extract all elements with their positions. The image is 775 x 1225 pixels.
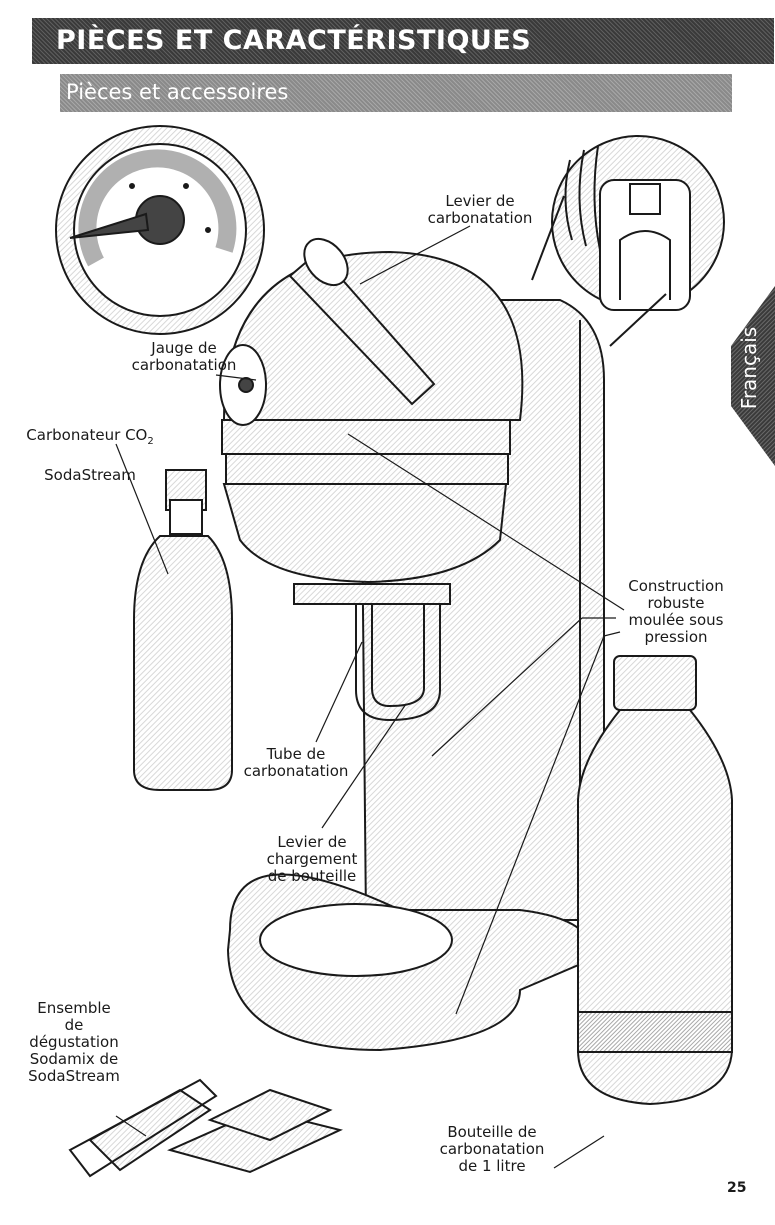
leader-lines bbox=[115, 225, 625, 1169]
label-sturdy-construction: Construction robuste moulée sous pressio… bbox=[628, 577, 724, 646]
label-bottle-load-lever: Levier de chargement de bouteille bbox=[266, 833, 358, 885]
label-carbonation-tube: Tube de carbonatation bbox=[243, 745, 349, 780]
label-carbonation-gauge: Jauge de carbonatation bbox=[131, 339, 237, 374]
label-co2-carbonator-line1: Carbonateur CO bbox=[26, 426, 148, 444]
label-sodamix-kit: Ensemble de dégustation Sodamix de SodaS… bbox=[28, 999, 120, 1085]
label-carbonation-lever: Levier de carbonatation bbox=[427, 192, 533, 227]
sodamix-trays bbox=[68, 1078, 343, 1178]
label-bottle: Bouteille de carbonatation de 1 litre bbox=[439, 1123, 545, 1175]
section-header: PIÈCES ET CARACTÉRISTIQUES bbox=[32, 18, 774, 64]
page-number: 25 bbox=[727, 1180, 747, 1196]
carbonation-bottle bbox=[577, 655, 733, 1106]
subsection-header: Pièces et accessoires bbox=[60, 74, 732, 112]
label-co2-carbonator-line2: SodaStream bbox=[44, 466, 136, 484]
language-tab-shape bbox=[731, 286, 775, 466]
machine-body bbox=[219, 237, 605, 1052]
subsection-title: Pièces et accessoires bbox=[66, 80, 289, 104]
page-title: PIÈCES ET CARACTÉRISTIQUES bbox=[56, 25, 532, 56]
back-detail-circle bbox=[551, 135, 725, 311]
label-co2-carbonator: Carbonateur CO2 SodaStream bbox=[0, 410, 180, 484]
co2-cylinder bbox=[133, 469, 233, 791]
gauge-detail-circle bbox=[55, 125, 265, 335]
label-co2-subscript: 2 bbox=[147, 436, 154, 447]
